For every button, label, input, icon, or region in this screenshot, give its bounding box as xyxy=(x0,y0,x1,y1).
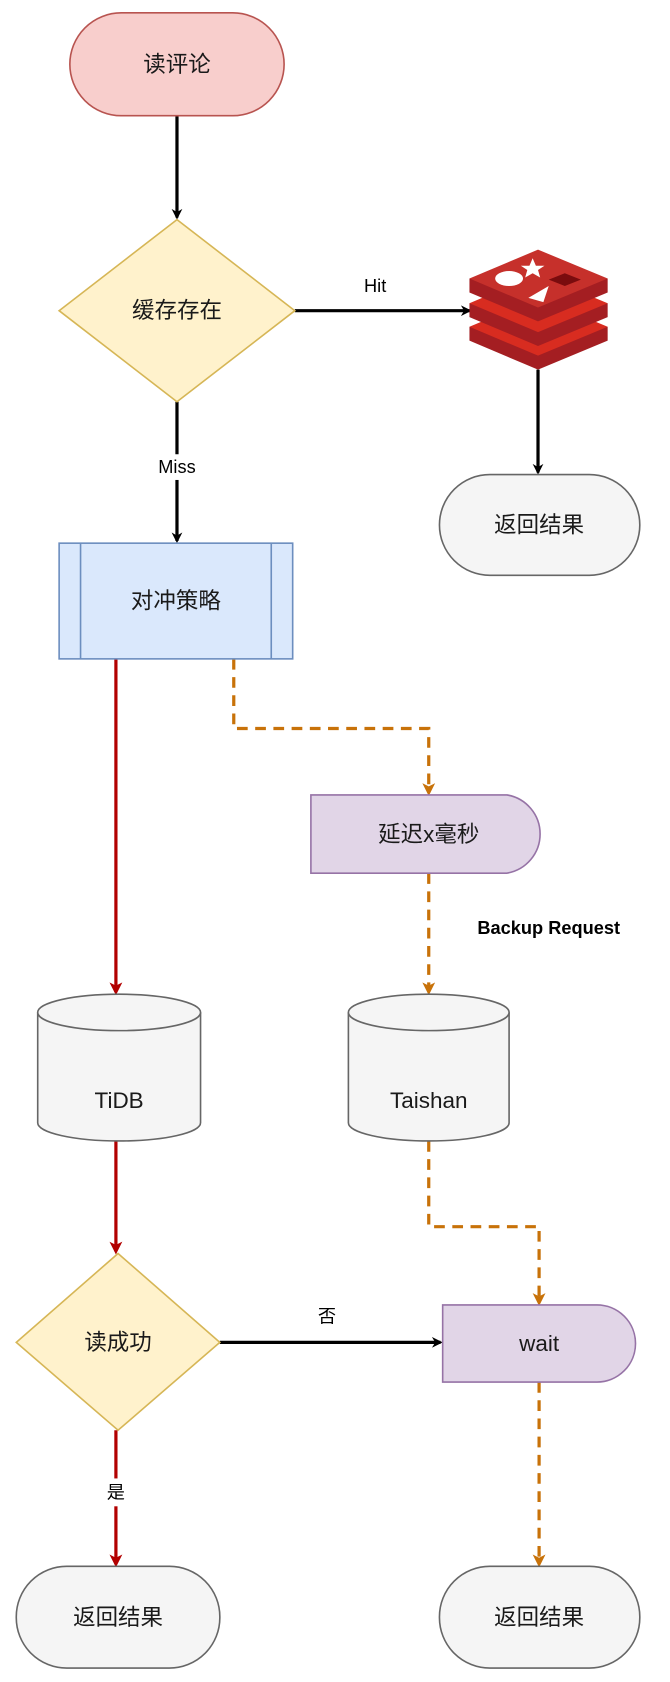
wait-label: wait xyxy=(518,1331,560,1356)
delay-label: 延迟x毫秒 xyxy=(378,822,479,847)
taishan-label: Taishan xyxy=(390,1088,468,1113)
return-left-label: 返回结果 xyxy=(73,1605,163,1630)
edge-label-backup: Backup Request xyxy=(477,918,620,938)
hedge-strategy-node[interactable] xyxy=(58,542,294,660)
redis-icon xyxy=(469,249,608,370)
read-success-label: 读成功 xyxy=(84,1330,151,1355)
delay-node[interactable] xyxy=(310,794,541,874)
edge-label-hit: Hit xyxy=(364,276,386,296)
edge-label-yes: 是 xyxy=(107,1482,125,1502)
cache-exists-label: 缓存存在 xyxy=(132,298,222,323)
hedge-strategy-label: 对冲策略 xyxy=(131,589,221,614)
read-success-decision[interactable] xyxy=(15,1252,222,1432)
wait-node[interactable] xyxy=(441,1304,637,1383)
tidb-label: TiDB xyxy=(95,1088,144,1113)
return-cache-label: 返回结果 xyxy=(494,512,584,537)
return-left-node[interactable] xyxy=(15,1565,221,1669)
edge-label-no: 否 xyxy=(318,1307,336,1327)
start-node[interactable] xyxy=(69,12,285,117)
edge-label-miss: Miss xyxy=(158,457,195,477)
edge-taishan-to-wait xyxy=(427,1140,546,1306)
cache-exists-decision[interactable] xyxy=(57,218,297,403)
start-label: 读评论 xyxy=(143,52,210,77)
return-right-node[interactable] xyxy=(438,1565,641,1669)
taishan-database[interactable] xyxy=(347,993,510,1142)
return-cache-node[interactable] xyxy=(438,473,641,577)
edge-hedge-to-delay xyxy=(232,658,436,797)
tidb-database[interactable] xyxy=(36,993,202,1142)
return-right-label: 返回结果 xyxy=(494,1605,584,1630)
